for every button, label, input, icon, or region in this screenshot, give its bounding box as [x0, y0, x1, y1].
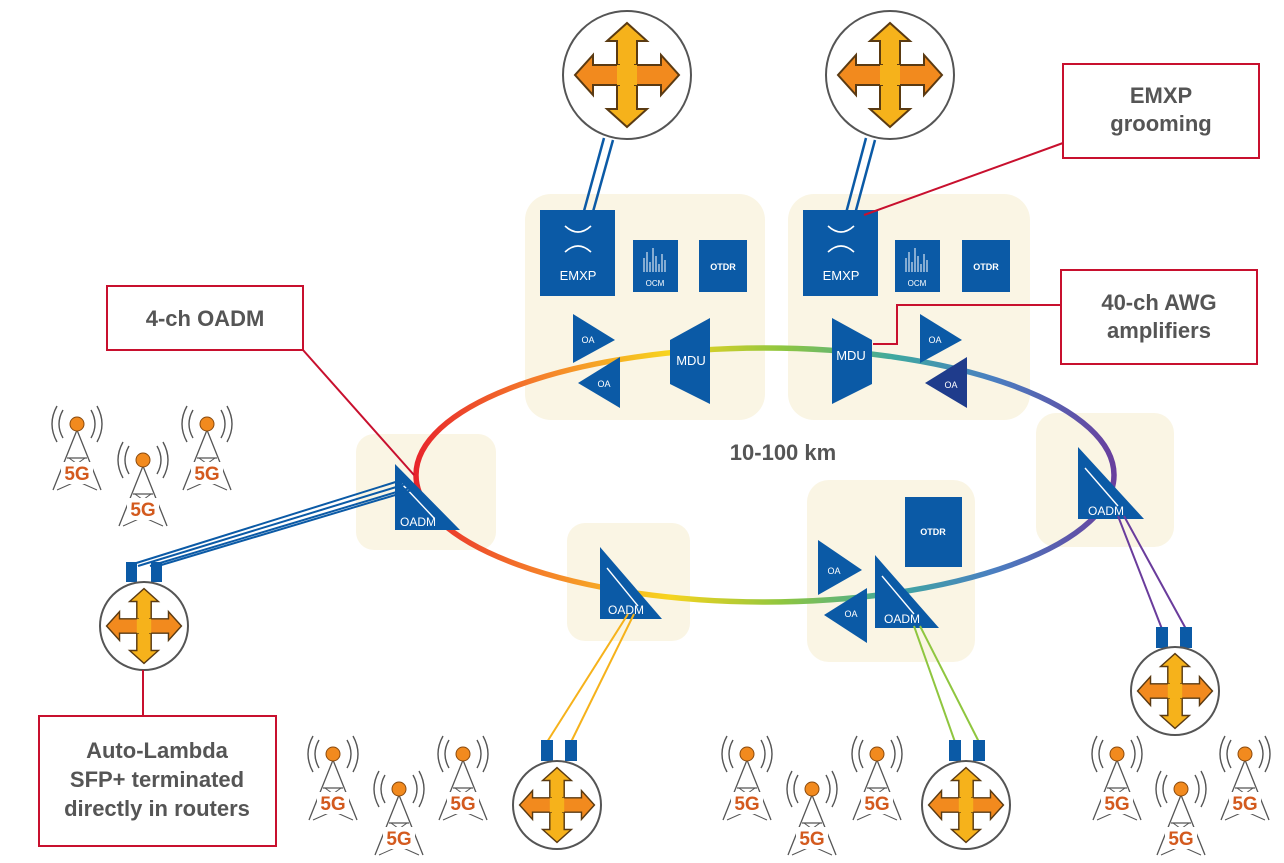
callout-40ch-awg: 40-ch AWG amplifiers: [1060, 269, 1258, 365]
svg-text:amplifiers: amplifiers: [1107, 318, 1211, 343]
site-background: [356, 434, 496, 550]
oadm-label: OADM: [608, 603, 644, 617]
amplifier: OA: [920, 314, 962, 363]
ocm-label: OCM: [908, 279, 927, 288]
otdr-module: OTDR: [962, 240, 1010, 292]
svg-text:directly in routers: directly in routers: [64, 796, 250, 821]
amplifier: OA: [578, 357, 620, 408]
oa-label: OA: [844, 609, 857, 619]
svg-text:5G: 5G: [130, 500, 155, 521]
svg-text:5G: 5G: [64, 464, 89, 485]
ocm-module: OCM: [633, 240, 678, 292]
oa-label: OA: [827, 566, 840, 576]
router-icon: [512, 760, 602, 850]
5g-tower-icon: 5G: [117, 441, 169, 527]
spectrum-icon: [643, 248, 666, 272]
router-with-sfp: [921, 740, 1011, 850]
amplifier: OA: [925, 357, 967, 408]
oadm-module: OADM: [395, 464, 460, 530]
svg-text:4-ch OADM: 4-ch OADM: [146, 306, 265, 331]
svg-text:SFP+ terminated: SFP+ terminated: [70, 767, 244, 792]
svg-text:EMXP: EMXP: [1130, 83, 1192, 108]
otdr-label: OTDR: [710, 262, 736, 272]
svg-text:5G: 5G: [864, 794, 889, 815]
otdr-label: OTDR: [920, 527, 946, 537]
svg-text:5G: 5G: [1104, 794, 1129, 815]
5g-tower-icon: 5G: [181, 405, 233, 491]
mdu-label: MDU: [836, 348, 866, 363]
svg-text:Auto-Lambda: Auto-Lambda: [86, 738, 229, 763]
router-icon: [825, 10, 955, 140]
distance-label: 10-100 km: [730, 440, 836, 465]
svg-text:5G: 5G: [1232, 794, 1257, 815]
oadm-label: OADM: [400, 515, 436, 529]
5g-tower-icon: 5G: [786, 770, 838, 856]
router-with-sfp: [1130, 627, 1220, 736]
svg-text:40-ch AWG: 40-ch AWG: [1101, 290, 1216, 315]
5g-tower-icon: 5G: [437, 735, 489, 821]
emxp-label: EMXP: [823, 268, 860, 283]
5g-tower-icon: 5G: [373, 770, 425, 856]
oadm-module: OADM: [1078, 447, 1144, 519]
router-icon: [921, 760, 1011, 850]
mdu-module: MDU: [832, 318, 872, 404]
oadm-module: OADM: [875, 555, 939, 628]
emxp-module: EMXP: [540, 210, 615, 296]
svg-text:5G: 5G: [450, 794, 475, 815]
router-icon: [99, 581, 189, 671]
tower-cluster: 5G 5G 5G: [1091, 735, 1271, 856]
otdr-module: OTDR: [905, 497, 962, 567]
otdr-module: OTDR: [699, 240, 747, 292]
emxp-label: EMXP: [560, 268, 597, 283]
tower-cluster: 5G 5G 5G: [721, 735, 903, 856]
amplifier: OA: [818, 540, 862, 595]
svg-text:5G: 5G: [194, 464, 219, 485]
svg-text:5G: 5G: [1168, 829, 1193, 850]
oadm-label: OADM: [884, 612, 920, 626]
svg-text:5G: 5G: [386, 829, 411, 850]
callout-4ch-oadm: 4-ch OADM: [106, 285, 304, 351]
cross-connect-icon: [564, 225, 592, 253]
oa-label: OA: [581, 335, 594, 345]
svg-text:5G: 5G: [734, 794, 759, 815]
ocm-module: OCM: [895, 240, 940, 292]
spectrum-icon: [905, 248, 928, 272]
cross-connect-icon: [827, 225, 855, 253]
5g-tower-icon: 5G: [51, 405, 103, 491]
tower-cluster: 5G 5G 5G: [307, 735, 489, 856]
router-with-sfp: [99, 562, 189, 671]
oa-label: OA: [928, 335, 941, 345]
5g-tower-icon: 5G: [721, 735, 773, 821]
drop-fibers: [129, 479, 1187, 743]
5g-tower-icon: 5G: [307, 735, 359, 821]
amplifier: OA: [573, 314, 615, 363]
router-with-sfp: [512, 740, 602, 850]
tower-cluster: 5G 5G 5G: [51, 405, 233, 527]
5g-tower-icon: 5G: [1091, 735, 1143, 821]
oa-label: OA: [597, 379, 610, 389]
callout-auto-lambda: Auto-Lambda SFP+ terminated directly in …: [38, 715, 277, 847]
router-icon: [562, 10, 692, 140]
svg-text:grooming: grooming: [1110, 111, 1211, 136]
5g-tower-icon: 5G: [851, 735, 903, 821]
otdr-label: OTDR: [973, 262, 999, 272]
5g-tower-icon: 5G: [1155, 770, 1207, 856]
mdu-module: MDU: [670, 318, 710, 404]
fiber-ring: [413, 345, 1117, 605]
callout-leaders: [142, 142, 1064, 716]
svg-text:5G: 5G: [320, 794, 345, 815]
mdu-label: MDU: [676, 353, 706, 368]
oadm-label: OADM: [1088, 504, 1124, 518]
oadm-module: OADM: [600, 547, 662, 619]
ocm-label: OCM: [646, 279, 665, 288]
router-icon: [1130, 646, 1220, 736]
oa-label: OA: [944, 380, 957, 390]
5g-tower-icon: 5G: [1219, 735, 1271, 821]
svg-text:5G: 5G: [799, 829, 824, 850]
emxp-module: EMXP: [803, 210, 878, 296]
amplifier: OA: [824, 588, 867, 643]
callout-emxp-grooming: EMXP grooming: [1062, 63, 1260, 159]
